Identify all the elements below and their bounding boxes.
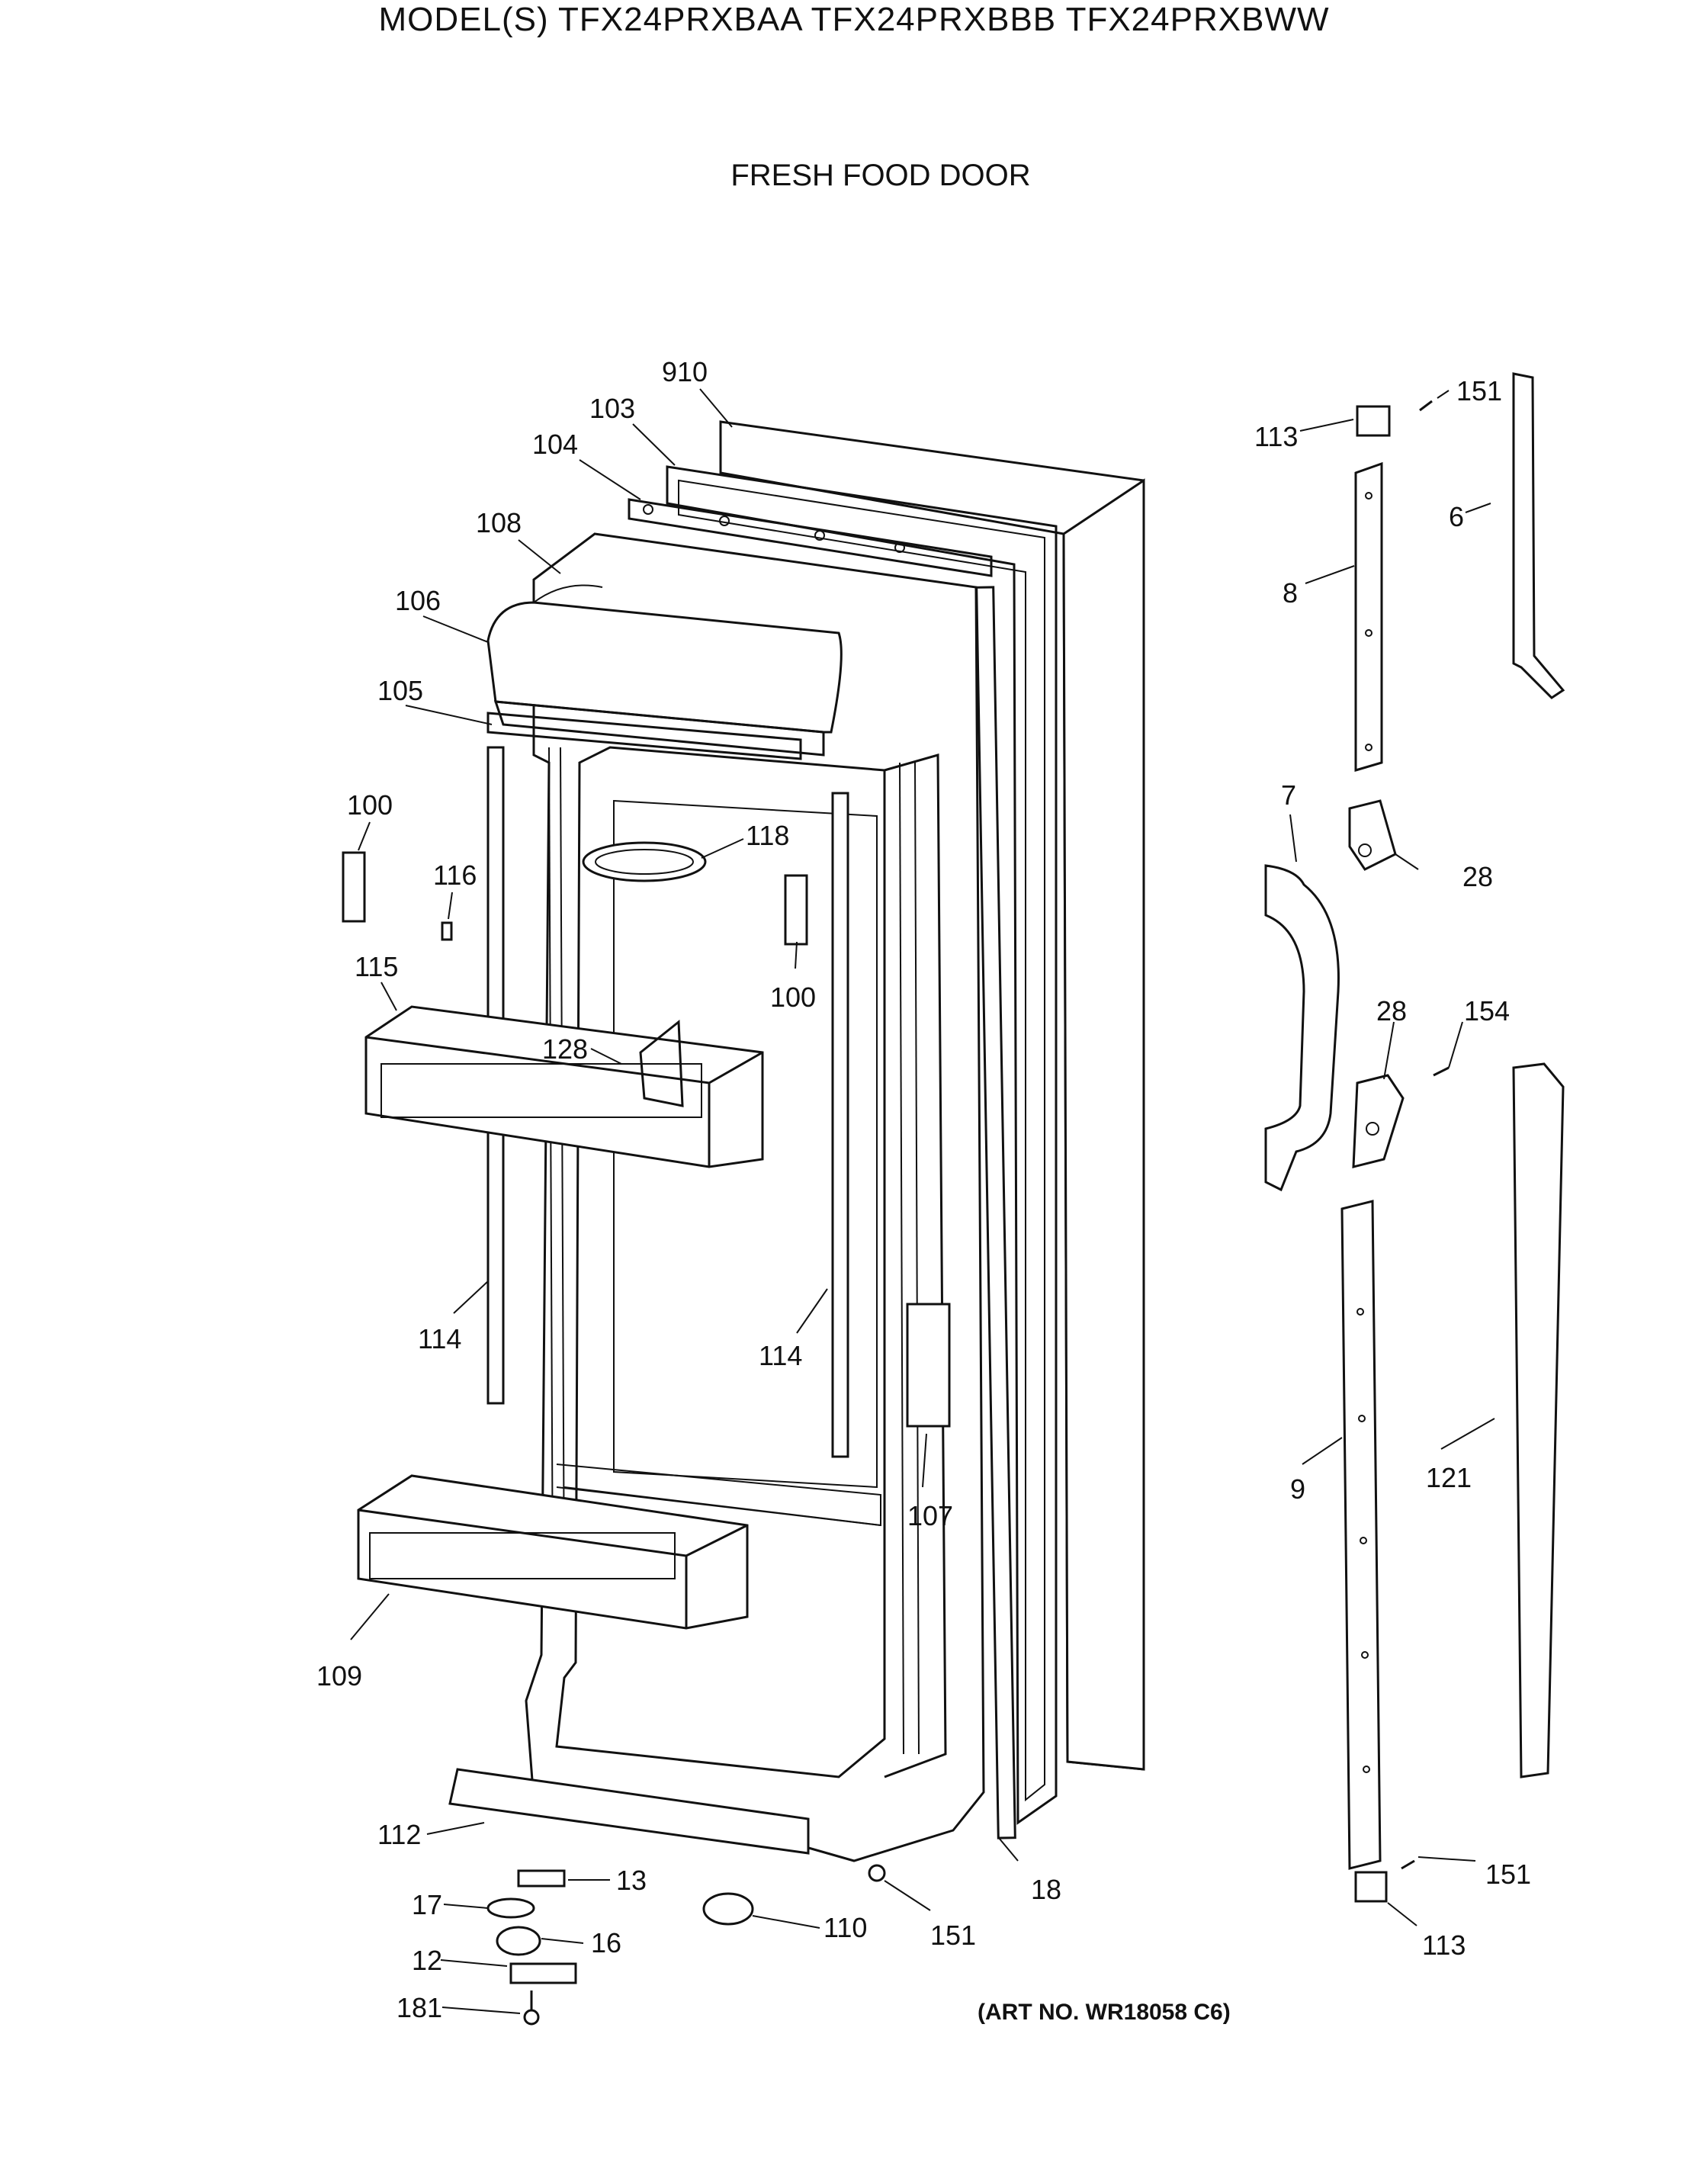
- callout-110: 110: [824, 1912, 867, 1943]
- handle-trim-lower: [1512, 1062, 1565, 1778]
- lower-hinge-parts: [486, 1864, 886, 2026]
- callout-7: 7: [1281, 779, 1296, 811]
- handle-mount-bracket-upper: [1348, 799, 1397, 871]
- callout-181: 181: [396, 1992, 442, 2023]
- door-gasket: [666, 465, 1058, 1825]
- bottom-trim: [448, 1768, 810, 1855]
- callout-109: 109: [316, 1660, 362, 1692]
- callout-105: 105: [377, 675, 423, 706]
- handle-mount-upper: [1354, 461, 1383, 773]
- callout-112: 112: [377, 1819, 421, 1850]
- dairy-compartment-door: [486, 584, 843, 757]
- callout-121: 121: [1426, 1462, 1472, 1493]
- callout-18: 18: [1031, 1874, 1061, 1905]
- callout-114-right: 114: [759, 1340, 802, 1371]
- handle-end-cap-bottom: [1354, 1859, 1415, 1903]
- oval-cover: [582, 841, 707, 882]
- callout-12: 12: [412, 1945, 442, 1976]
- model-title: MODEL(S) TFX24PRXBAA TFX24PRXBBB TFX24PR…: [378, 1, 1330, 38]
- handle-end-cap-top: [1356, 400, 1433, 437]
- callout-115: 115: [355, 951, 398, 982]
- door-stop: [906, 1303, 951, 1428]
- callout-17: 17: [412, 1889, 442, 1920]
- section-title: FRESH FOOD DOOR: [730, 159, 1031, 192]
- clip-part: [441, 921, 453, 941]
- callout-116: 116: [433, 859, 477, 891]
- callout-104: 104: [532, 429, 578, 460]
- top-trim: [628, 498, 993, 577]
- handle-mount-bracket-lower: [1352, 1066, 1450, 1168]
- callout-151-bottom-center: 151: [930, 1920, 976, 1951]
- handle-trim-upper: [1512, 372, 1565, 699]
- door-handle: [1264, 864, 1340, 1192]
- callout-107: 107: [907, 1500, 953, 1531]
- art-number: (ART NO. WR18058 C6): [978, 2000, 1231, 2025]
- callout-9: 9: [1290, 1473, 1305, 1505]
- callout-151-bottom-right: 151: [1485, 1859, 1531, 1890]
- callout-154: 154: [1464, 995, 1510, 1027]
- dairy-door-trim: [486, 712, 802, 760]
- callout-118: 118: [746, 820, 789, 851]
- callout-103: 103: [589, 393, 635, 424]
- callout-labels: 910 103 104 108 106 105 100 116 118 100 …: [316, 356, 1531, 2023]
- callout-16: 16: [591, 1927, 621, 1958]
- callout-113-bottom: 113: [1422, 1929, 1466, 1961]
- callout-100-left: 100: [347, 789, 393, 821]
- callout-114-left: 114: [418, 1323, 461, 1354]
- door-outer-panel: [719, 420, 1145, 1771]
- gasket-retainer: [975, 586, 1016, 1839]
- callout-8: 8: [1283, 577, 1298, 609]
- callout-100-right: 100: [770, 982, 816, 1013]
- callout-28-lower: 28: [1376, 995, 1407, 1027]
- door-shelf-lower: [357, 1474, 749, 1630]
- callout-13: 13: [616, 1865, 647, 1896]
- door-shelf-upper: [364, 1005, 764, 1168]
- callout-910: 910: [662, 356, 708, 387]
- leader-lines: [350, 388, 1495, 2014]
- callout-28-upper: 28: [1462, 861, 1493, 892]
- callout-113-top: 113: [1254, 421, 1298, 452]
- callout-106: 106: [395, 585, 441, 616]
- handle-mount-lower: [1340, 1200, 1382, 1870]
- callout-108: 108: [476, 507, 522, 538]
- callout-151-top: 151: [1456, 375, 1502, 406]
- bin-support-brackets: [342, 851, 808, 946]
- callout-6: 6: [1449, 501, 1464, 532]
- callout-128: 128: [542, 1033, 588, 1065]
